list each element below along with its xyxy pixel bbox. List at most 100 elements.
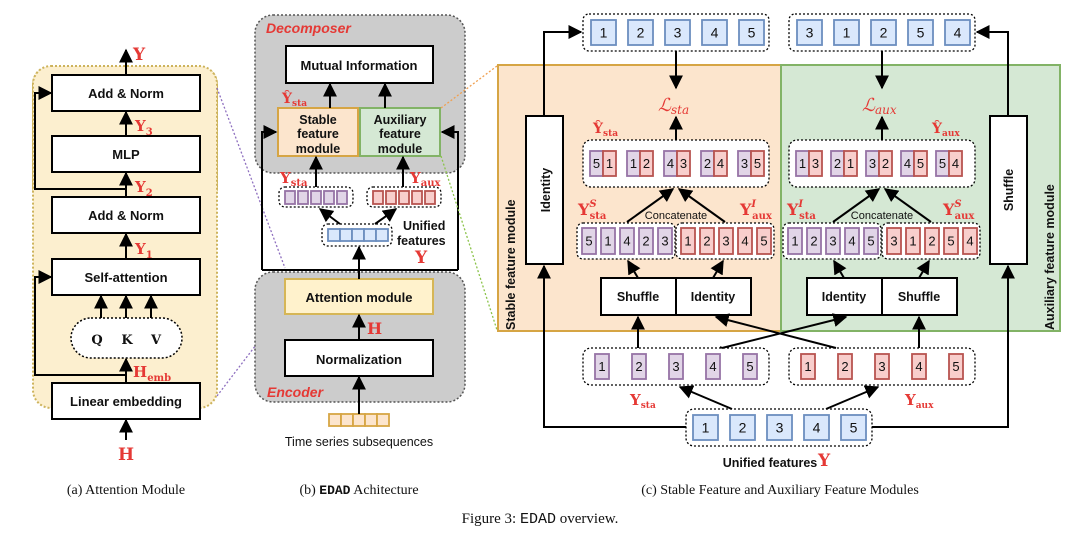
- y2-label: Y2: [134, 178, 153, 199]
- pair-cell-aux: [808, 150, 823, 177]
- yaux-seq-cell: [911, 353, 927, 380]
- top-right-cell-value: 4: [954, 25, 962, 41]
- input-cell: [364, 413, 378, 427]
- top-left-cell: [590, 19, 617, 46]
- unified-c-cell: [766, 414, 793, 441]
- identity-vertical-block: [525, 115, 564, 265]
- identity-block-right: [806, 277, 883, 316]
- yaux-s-cell: [886, 227, 902, 255]
- sta-cell: [336, 190, 348, 205]
- mutual-information-block: [285, 45, 434, 84]
- y-aux-label: Yaux: [409, 169, 441, 189]
- ysta-s-cell: [657, 227, 673, 255]
- stable-module-line-3: module: [296, 142, 340, 156]
- identity-label-right: Identity: [822, 290, 866, 304]
- top-right-cell: [796, 19, 823, 46]
- unified-features-label-1: Unified: [403, 219, 445, 233]
- pair-value: 1: [799, 156, 806, 171]
- pair-value: 3: [812, 156, 819, 171]
- identity-label-left: Identity: [691, 290, 735, 304]
- pair-cell-aux: [878, 150, 893, 177]
- stable-region-label: Stable feature module: [504, 199, 518, 330]
- yhat-aux-c-label: Ŷaux: [931, 119, 960, 139]
- aux-module-line-2: feature: [379, 127, 421, 141]
- input-cell: [376, 413, 390, 427]
- ysta-s-cell: [638, 227, 654, 255]
- ysta-seq-cell: [668, 353, 684, 380]
- yaux-seq-cell: [837, 353, 853, 380]
- input-cell: [340, 413, 354, 427]
- pair-cell-aux: [948, 150, 963, 177]
- yaux-seq-cell: [948, 353, 964, 380]
- y1-label: Y1: [134, 240, 153, 261]
- pair-value: 5: [917, 156, 924, 171]
- unified-features-c-label: Unified features: [723, 456, 818, 470]
- top-right-cell: [870, 19, 897, 46]
- yaux-i-cell-value: 2: [703, 234, 710, 249]
- unified-c-cell: [840, 414, 867, 441]
- loss-aux-label: ℒaux: [862, 95, 897, 117]
- pair-value: 5: [593, 156, 600, 171]
- ysta-seq-cell: [594, 353, 610, 380]
- ysta-i-cell-value: 2: [810, 234, 817, 249]
- decomposer-label: Decomposer: [266, 20, 352, 36]
- sta-cell: [323, 190, 335, 205]
- k-label: K: [121, 333, 133, 348]
- top-left-cell: [627, 19, 654, 46]
- yhat-sta-label: Ŷsta: [281, 89, 307, 109]
- shuffle-block-right: [881, 277, 958, 316]
- identity-vertical-label: Identity: [539, 168, 553, 212]
- shuffle-label-right: Shuffle: [898, 290, 940, 304]
- add-norm-bottom-block: [51, 196, 201, 234]
- pair-value: 5: [754, 156, 761, 171]
- unified-cell: [339, 228, 353, 242]
- top-left-cell-value: 4: [711, 25, 719, 41]
- yaux-s-cell-value: 3: [890, 234, 897, 249]
- pair-cell-aux: [713, 150, 728, 177]
- pair-value: 2: [704, 156, 711, 171]
- h-input-label: H: [118, 445, 134, 465]
- ysta-s-cell: [581, 227, 597, 255]
- yaux-i-cell-value: 1: [684, 234, 691, 249]
- ysta-s-cell-value: 4: [623, 234, 630, 249]
- ysta-seq-cell-value: 4: [709, 359, 716, 374]
- top-right-cell: [833, 19, 860, 46]
- yaux-i-cell: [680, 227, 696, 255]
- q-label: Q: [91, 333, 102, 348]
- loss-sta-label: ℒsta: [658, 95, 689, 117]
- pair-value: 4: [717, 156, 724, 171]
- yaux-s-cell: [962, 227, 978, 255]
- yaux-s-cell-value: 2: [928, 234, 935, 249]
- pair-value: 1: [606, 156, 613, 171]
- sta-cell: [297, 190, 309, 205]
- pair-value: 4: [952, 156, 959, 171]
- yaux-i-cell: [699, 227, 715, 255]
- pair-value: 3: [741, 156, 748, 171]
- top-left-cell-value: 2: [637, 25, 645, 41]
- pair-cell-aux: [602, 150, 617, 177]
- top-right-cell: [944, 19, 971, 46]
- ysta-s-cell: [600, 227, 616, 255]
- yaux-s-cell: [924, 227, 940, 255]
- auxiliary-feature-module-block: [359, 107, 441, 157]
- time-series-label: Time series subsequences: [285, 435, 433, 449]
- ysta-i-cell-value: 5: [867, 234, 874, 249]
- ysta-s-cell-value: 2: [642, 234, 649, 249]
- pair-value: 4: [667, 156, 674, 171]
- top-left-cell-value: 5: [748, 25, 756, 41]
- top-left-cell-value: 1: [600, 25, 608, 41]
- pair-value: 2: [643, 156, 650, 171]
- unified-c-cell-value: 2: [739, 420, 747, 436]
- yaux-seq-cell-value: 2: [841, 359, 848, 374]
- pair-cell-aux: [843, 150, 858, 177]
- aux-module-line-3: module: [378, 142, 422, 156]
- panel-a-caption: (a) Attention Module: [67, 483, 185, 498]
- top-left-cell-value: 3: [674, 25, 682, 41]
- unified-c-cell: [692, 414, 719, 441]
- stable-module-line-1: Stable: [299, 113, 337, 127]
- unified-cell: [375, 228, 389, 242]
- top-right-cell-value: 1: [843, 25, 851, 41]
- pair-value: 1: [630, 156, 637, 171]
